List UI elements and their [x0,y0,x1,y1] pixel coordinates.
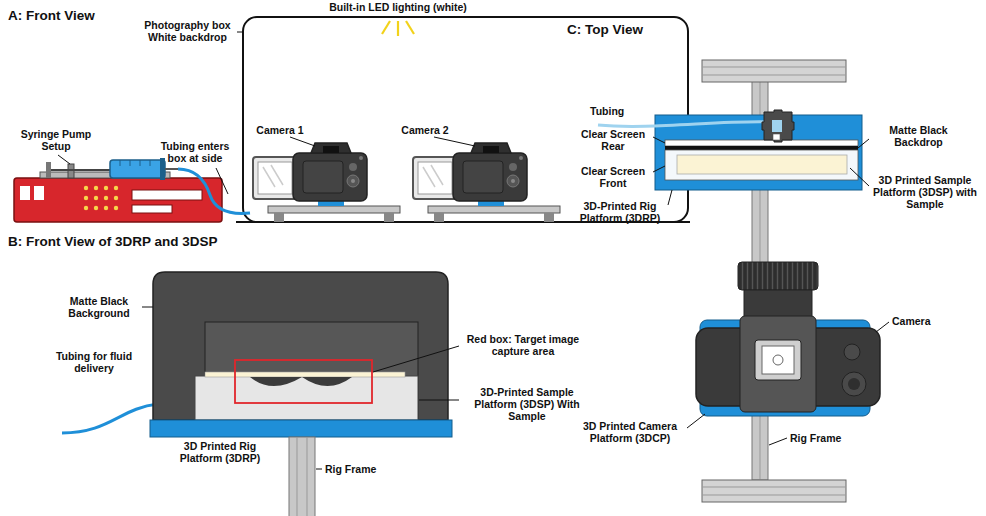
photography-box [236,17,690,222]
part-label: Tubing enters box at side [150,140,240,164]
tubing [178,169,250,213]
leader-lines [58,32,889,469]
part-label: 3D Printed Rig Platform (3DRP) [165,440,275,464]
part-label: Photography box White backdrop [140,19,235,43]
part-label: Matte Black Background [58,295,140,319]
part-label: Camera 2 [395,124,455,136]
rig-platform-top [655,115,862,190]
part-label: Clear Screen Rear [575,128,651,152]
part-label: Tubing for fluid delivery [48,350,140,374]
part-label: 3D-Printed Rig Platform (3DRP) [570,200,670,224]
part-label: Rig Frame [325,463,395,475]
matte-black-background [153,272,448,420]
led-light-rays [382,21,414,36]
rig-platform [150,420,452,437]
camera-platform-1 [268,199,400,222]
camera-2 [413,143,527,201]
sample-platform [195,372,418,420]
part-label: Camera [892,315,962,327]
part-label: Built-in LED lighting (white) [318,1,478,13]
part-label: 3D Printed Sample Platform (3DSP) with S… [871,174,979,210]
camera-platform-2 [428,199,560,222]
part-label: Tubing [590,105,650,117]
panel-title: B: Front View of 3DRP and 3DSP [8,234,328,250]
part-label: Rig Frame [790,432,860,444]
syringe-pump [14,158,222,222]
part-label: Matte Black Backdrop [871,124,966,148]
tubing-connector [762,110,794,142]
camera-1 [253,143,367,201]
part-label: 3D Printed Camera Platform (3DCP) [575,420,685,444]
part-label: Clear Screen Front [575,165,651,189]
part-label: Camera 1 [250,124,310,136]
target-capture-box [235,360,372,403]
part-label: Red box: Target image capture area [462,333,584,357]
panel-title: C: Top View [567,22,767,38]
rig-frame [289,437,315,516]
tubing-fluid [62,404,158,433]
camera-top [696,262,880,416]
part-label: 3D-Printed Sample Platform (3DSP) With S… [462,386,592,422]
part-label: Syringe Pump Setup [16,128,96,152]
